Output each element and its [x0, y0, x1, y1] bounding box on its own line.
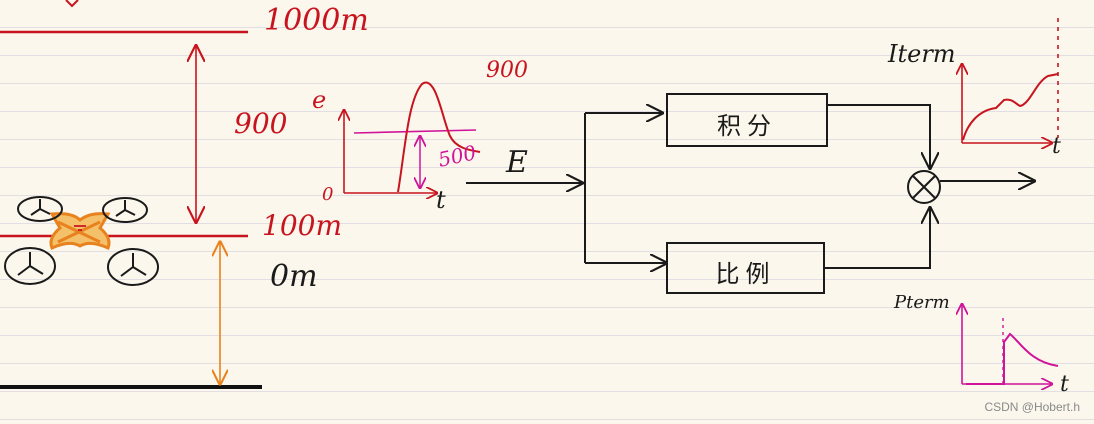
- altitude-100m-label: 100m: [262, 209, 342, 242]
- rotor: [107, 248, 159, 286]
- iterm-y-axis-label: Iterm: [888, 40, 956, 68]
- rotor: [4, 247, 56, 285]
- altitude-1000m-label: 1000m: [264, 3, 369, 38]
- rotor: [17, 196, 63, 222]
- altitude-gap-label: 900: [234, 107, 288, 140]
- top-cut-mark: [65, 0, 79, 8]
- error-y-axis-label: e: [312, 86, 327, 114]
- error-x-axis-label: t: [436, 186, 446, 214]
- integral-block-label: 积分: [717, 112, 777, 140]
- error-origin-label: 0: [322, 184, 334, 205]
- error-signal-label: E: [506, 145, 528, 180]
- watermark: CSDN @Hobert.h: [984, 400, 1080, 414]
- integral-to-mixer: [827, 104, 930, 168]
- rotor: [102, 197, 148, 223]
- error-peak-label: 900: [486, 58, 528, 83]
- pterm-curve: [966, 332, 1059, 385]
- ground-0m-label: 0m: [270, 259, 318, 294]
- drone-icon: [4, 196, 159, 286]
- error-curve: [397, 81, 481, 193]
- proportional-to-mixer: [824, 208, 930, 269]
- multiply-junction: [907, 170, 941, 204]
- proportional-block-label: 比例: [715, 260, 776, 288]
- error-plot-level-line: [353, 129, 477, 134]
- pterm-y-axis-label: Pterm: [894, 292, 950, 313]
- integral-block: [666, 93, 828, 147]
- iterm-curve: [962, 73, 1059, 141]
- pterm-x-axis-label: t: [1060, 372, 1069, 397]
- iterm-x-axis-label: t: [1052, 134, 1061, 159]
